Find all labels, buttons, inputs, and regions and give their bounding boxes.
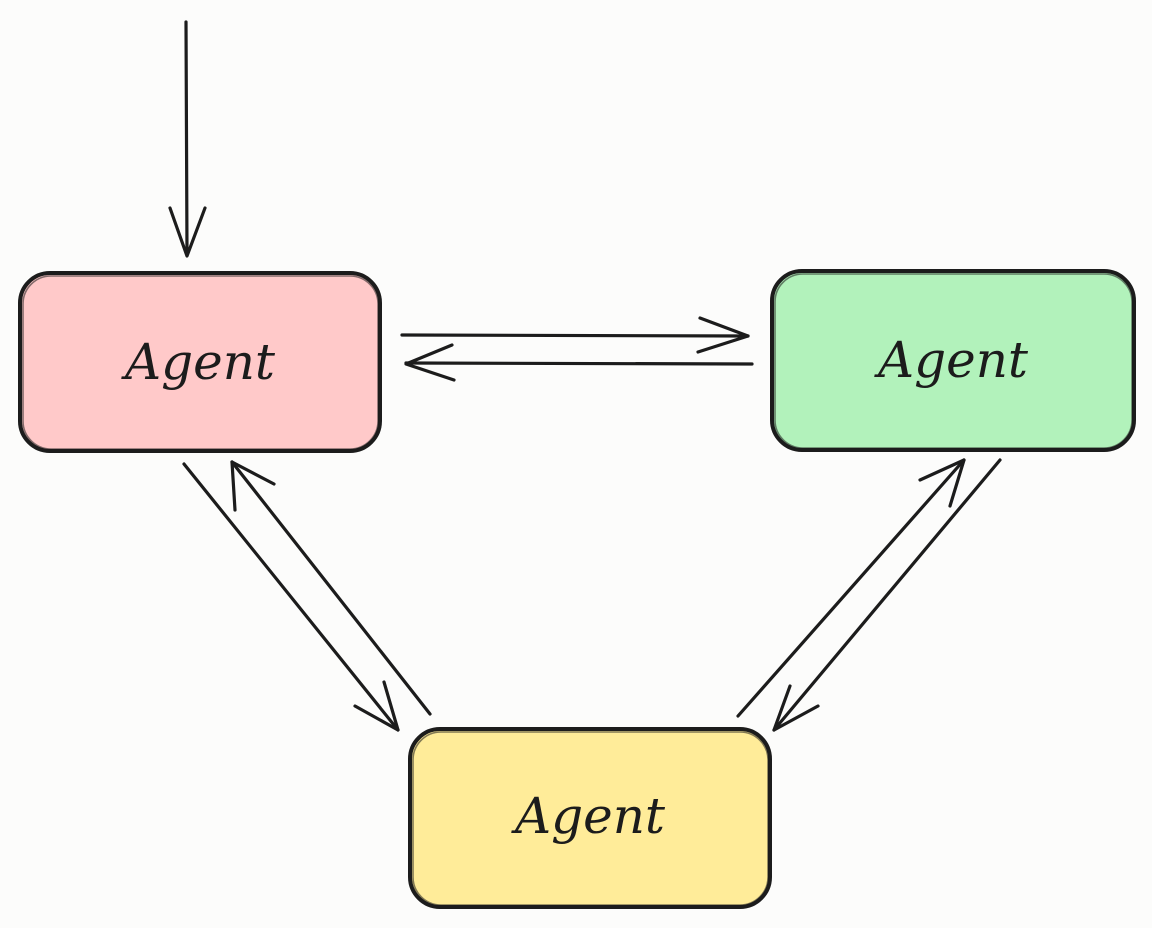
agent-node-green-sketch-outline	[774, 273, 1133, 449]
agent-node-red-box	[18, 271, 382, 453]
agent-node-red-label: Agent	[121, 333, 276, 391]
arrow-red-to-green	[400, 316, 750, 354]
agent-node-yellow-sketch-outline	[412, 731, 769, 906]
arrow-yellow-to-red	[230, 460, 432, 716]
arrow-red-to-yellow	[182, 462, 400, 732]
agent-node-yellow-label: Agent	[511, 787, 666, 845]
input-arrow	[168, 20, 207, 258]
arrow-green-to-red	[404, 343, 754, 382]
agent-node-red[interactable]: Agent	[18, 271, 382, 453]
agent-node-green-box	[770, 269, 1136, 452]
arrow-green-to-yellow	[772, 458, 1002, 732]
agent-node-green[interactable]: Agent	[770, 269, 1136, 452]
agent-node-red-sketch-outline	[22, 275, 379, 450]
arrow-yellow-to-green	[736, 458, 966, 718]
agent-node-yellow-box	[408, 727, 772, 909]
agent-node-green-label: Agent	[874, 331, 1029, 389]
agent-node-yellow[interactable]: Agent	[408, 727, 772, 909]
